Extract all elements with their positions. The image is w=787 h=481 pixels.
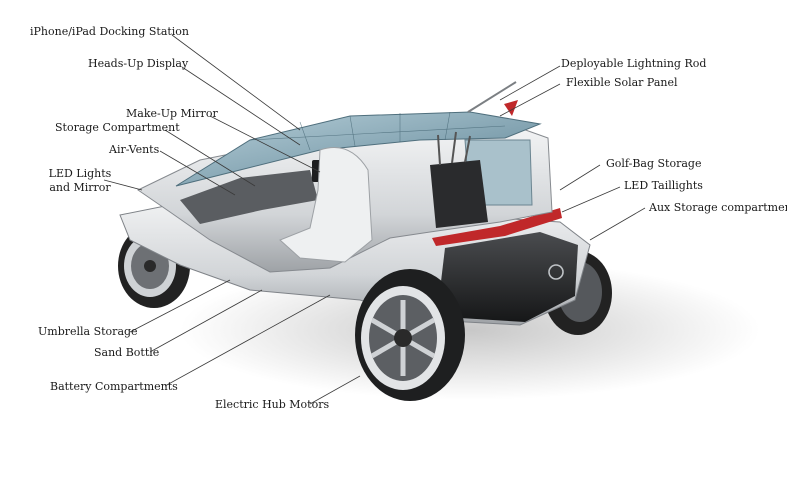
deploy-arrow [504, 100, 518, 116]
label-solar-panel: Flexible Solar Panel [566, 76, 678, 89]
label-led-lights-mirror: LED Lights and Mirror [48, 167, 112, 194]
lightning-rod [467, 81, 517, 113]
label-heads-up-display: Heads-Up Display [88, 57, 189, 70]
label-umbrella-storage: Umbrella Storage [38, 325, 138, 338]
brand-emblem [548, 264, 564, 280]
label-storage-compartment: Storage Compartment [55, 121, 180, 134]
wheel-front-right [355, 269, 465, 401]
interior-dash [180, 170, 318, 224]
label-makeup-mirror: Make-Up Mirror [126, 107, 218, 120]
label-led-taillights: LED Taillights [624, 179, 703, 192]
leader-lines [103, 34, 646, 405]
label-aux-storage: Aux Storage compartment [649, 201, 787, 214]
label-iphone-dock: iPhone/iPad Docking Station [30, 25, 190, 38]
roof-glass [175, 111, 542, 187]
golf-bag [430, 131, 488, 228]
label-golf-bag-storage: Golf-Bag Storage [606, 157, 702, 170]
label-lightning-rod: Deployable Lightning Rod [561, 57, 707, 70]
taillight-strip [432, 208, 562, 246]
seat [279, 147, 373, 263]
label-sand-bottle: Sand Bottle [94, 346, 160, 359]
label-battery-compartments: Battery Compartments [50, 380, 178, 393]
label-electric-hub-motors: Electric Hub Motors [215, 398, 330, 411]
label-air-vents: Air-Vents [109, 143, 160, 156]
rear-storage-pod [440, 232, 578, 322]
solar-panel-grid [249, 111, 506, 151]
